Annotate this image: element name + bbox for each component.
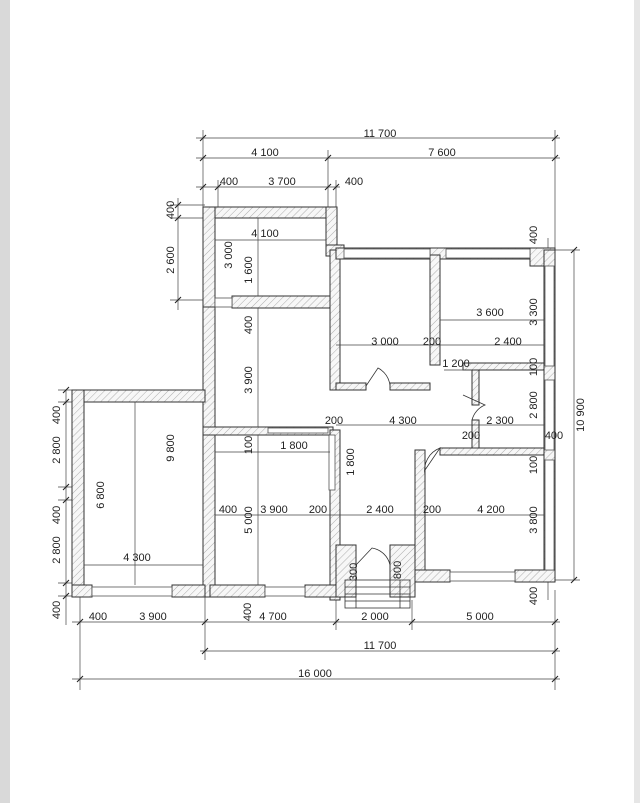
hall-width: 4 300	[389, 415, 417, 427]
dim-top-right: 7 600	[428, 147, 456, 159]
dim-left-e: 400	[51, 506, 63, 524]
dim-bot-d: 4 700	[259, 611, 287, 623]
room5-400: 400	[219, 504, 237, 516]
hall-200b: 200	[462, 430, 480, 442]
dim-left-f: 2 800	[51, 536, 63, 564]
dim-bot-c: 400	[242, 603, 254, 621]
big-room-height: 9 800	[165, 434, 177, 462]
big-room-width: 4 300	[123, 552, 151, 564]
dim-right-b: 3 300	[528, 298, 540, 326]
dim-left-g: 400	[51, 601, 63, 619]
dim-right-d: 2 800	[528, 391, 540, 419]
hall-2300: 2 300	[486, 415, 514, 427]
dim-bot-b: 3 900	[139, 611, 167, 623]
room3-2400: 2 400	[494, 336, 522, 348]
room7-width: 4 200	[477, 504, 505, 516]
porch-steps	[344, 579, 411, 609]
dim-right-total: 10 900	[575, 398, 587, 432]
dim-left-c: 400	[51, 406, 63, 424]
dim-top-a: 400	[220, 176, 238, 188]
dim-left-a: 400	[165, 201, 177, 219]
room1-width: 4 100	[251, 228, 279, 240]
photo-border-left	[0, 0, 10, 803]
doors	[355, 367, 487, 566]
room5-width: 1 800	[280, 440, 308, 452]
dim-bot-e: 2 000	[361, 611, 389, 623]
dim-top-b: 3 700	[268, 176, 296, 188]
hall-400: 400	[545, 430, 563, 442]
dim-top-c: 400	[345, 176, 363, 188]
porch-800: 800	[392, 561, 404, 579]
dim-bot-total1: 11 700	[364, 640, 397, 652]
dim-right-e: 100	[528, 456, 540, 474]
dim-left-d: 2 800	[51, 436, 63, 464]
dim-bot-total2: 16 000	[298, 668, 332, 680]
dim-bot-a: 400	[89, 611, 107, 623]
room5-3900: 3 900	[260, 504, 288, 516]
dim-right-f: 3 800	[528, 506, 540, 534]
room2-400: 400	[243, 316, 255, 334]
room6-200: 200	[423, 504, 441, 516]
dim-bot-f: 5 000	[466, 611, 494, 623]
room1-height2: 1 600	[243, 256, 255, 284]
room4-width: 3 600	[476, 307, 504, 319]
windows	[91, 248, 555, 597]
room6-2400: 2 400	[366, 504, 394, 516]
room3-200: 200	[423, 336, 441, 348]
dim-top-left: 4 100	[251, 147, 279, 159]
room5-100: 100	[243, 436, 255, 454]
dim-left-b: 2 600	[165, 246, 177, 274]
room3-width: 3 000	[371, 336, 399, 348]
photo-border-right	[634, 0, 640, 803]
interior-dimension-lines	[84, 218, 544, 585]
porch-300: 300	[348, 563, 360, 581]
dim-right-g: 400	[528, 587, 540, 605]
room4-1200: 1 200	[442, 358, 470, 370]
room1-height: 3 000	[223, 241, 235, 269]
room2-height: 3 900	[243, 366, 255, 394]
dim-right-c: 100	[528, 358, 540, 376]
dim-top-total: 11 700	[364, 128, 397, 140]
room5-height: 1 800	[345, 448, 357, 476]
hall-200: 200	[325, 415, 343, 427]
big-room-height2: 6 800	[95, 481, 107, 509]
dim-right-a: 400	[528, 226, 540, 244]
room5-200: 200	[309, 504, 327, 516]
room5-5000: 5 000	[243, 506, 255, 534]
